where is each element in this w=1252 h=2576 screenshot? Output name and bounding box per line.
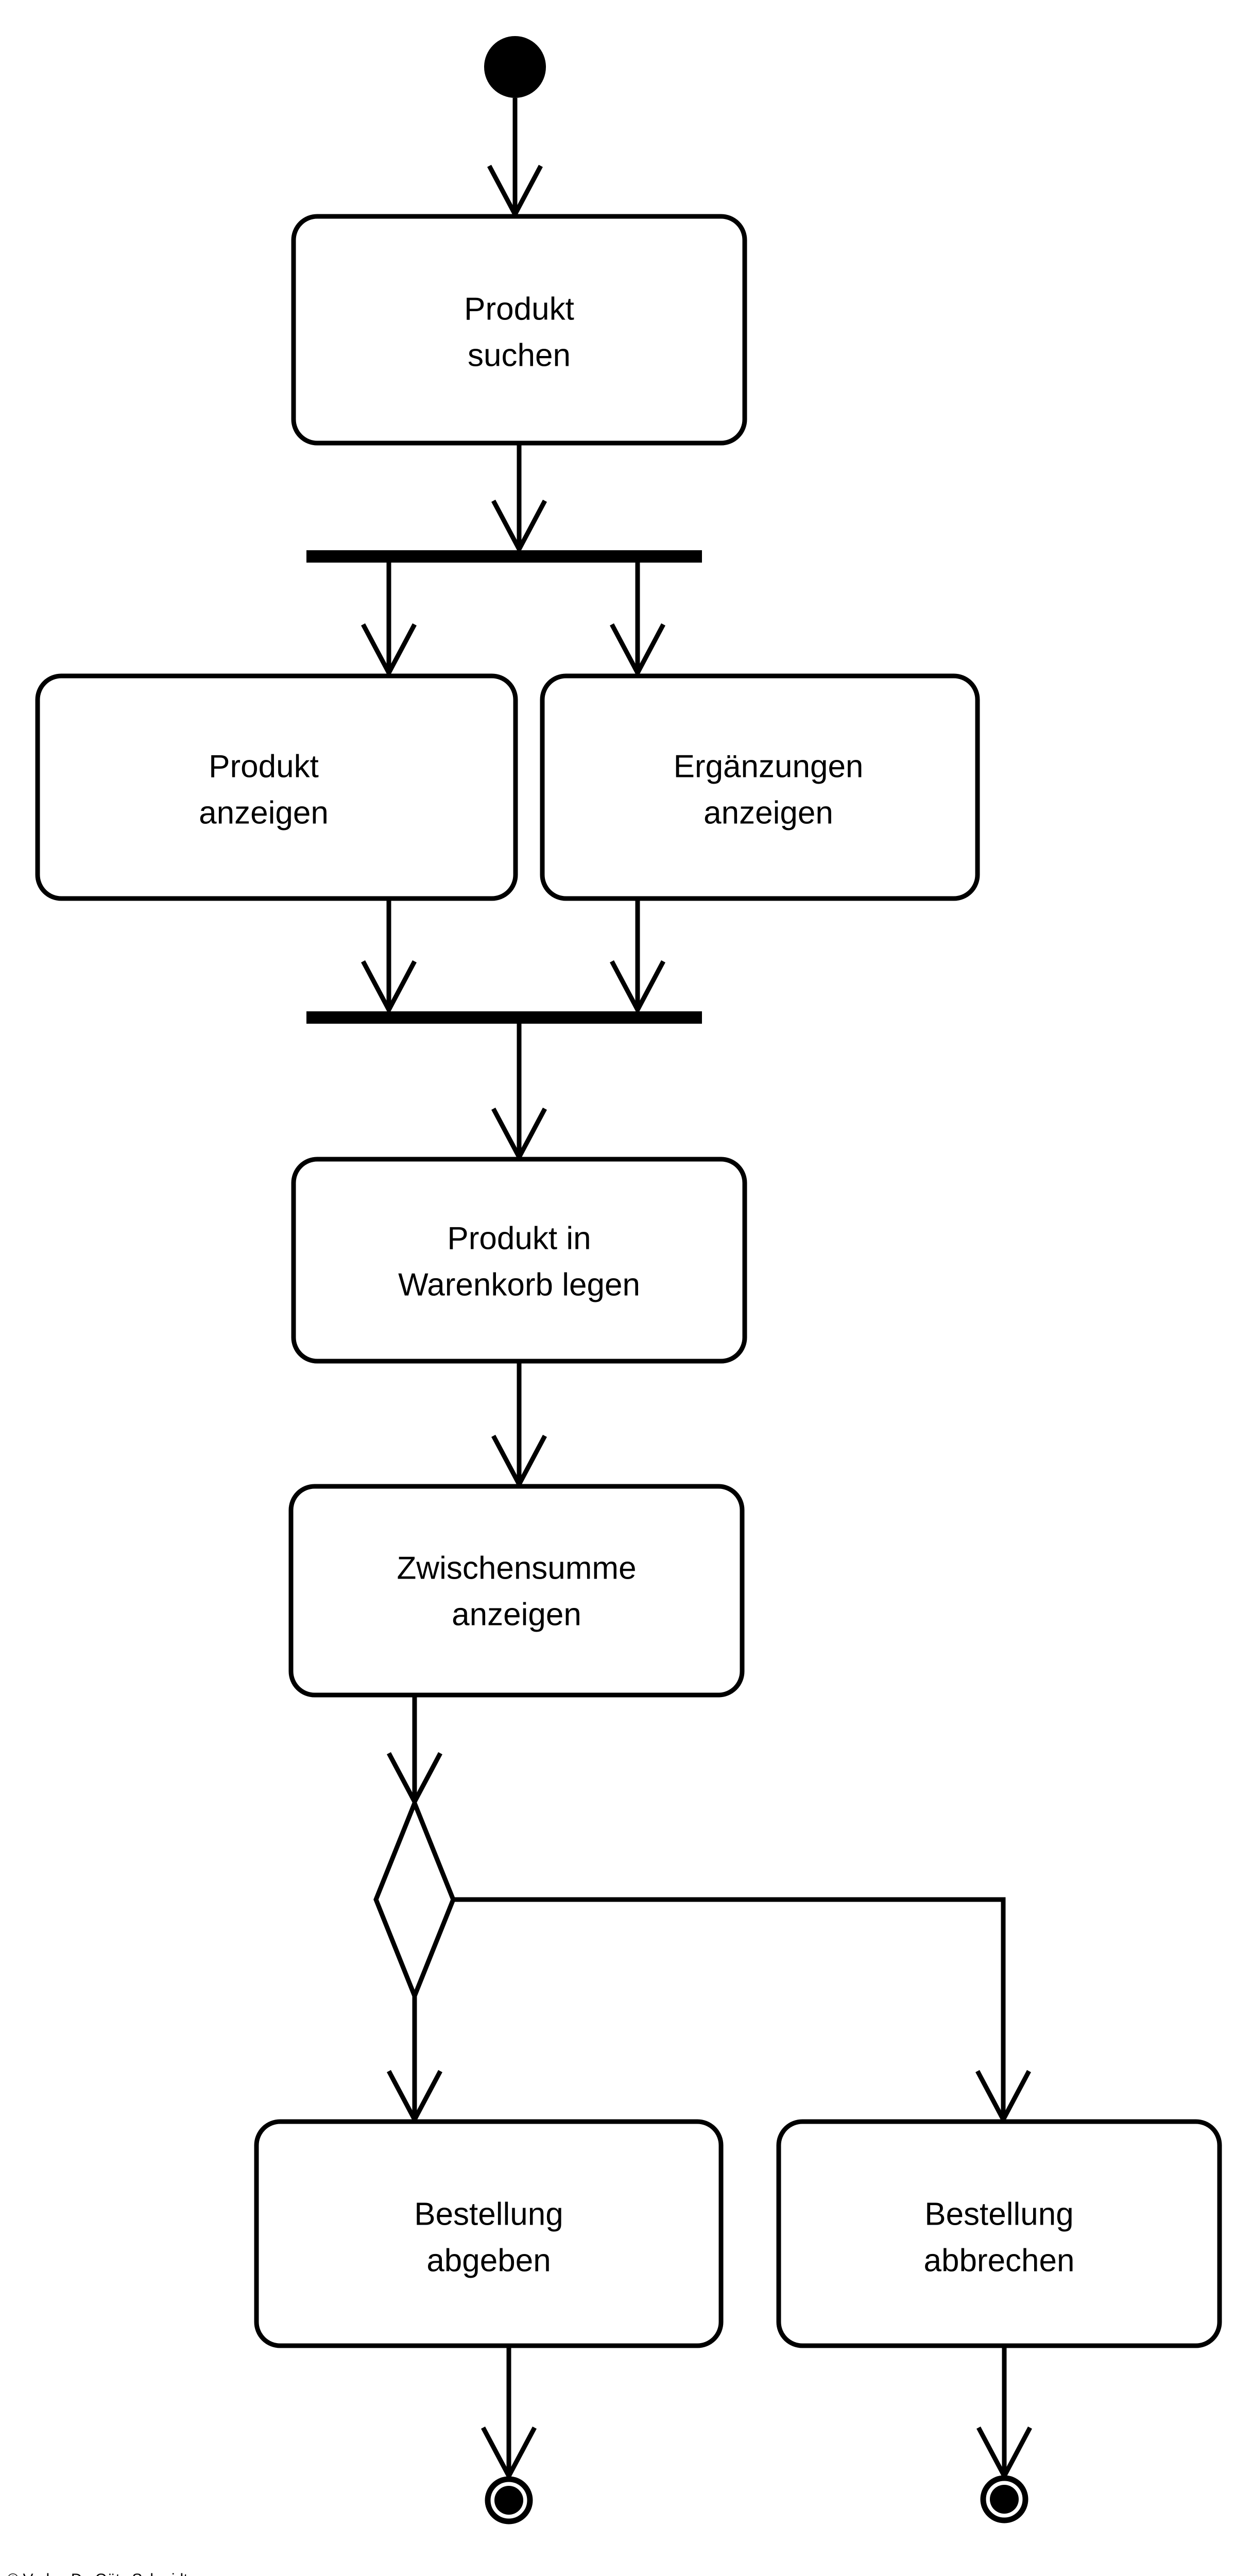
activity-bestellung-abgeben-label-line1: Bestellung xyxy=(414,2196,563,2232)
activity-bestellung-abgeben[interactable] xyxy=(254,2119,724,2348)
activity-bestellung-abgeben-label-line2: abgeben xyxy=(426,2243,551,2278)
initial-node xyxy=(484,36,546,98)
activity-zwischensumme-anzeigen-label-line2: anzeigen xyxy=(452,1597,581,1632)
activity-produkt-anzeigen-label-line1: Produkt xyxy=(209,749,319,784)
activity-bestellung-abbrechen-label-line1: Bestellung xyxy=(924,2196,1074,2232)
activity-produkt-suchen[interactable] xyxy=(291,214,747,446)
decision-diamond[interactable] xyxy=(373,1797,456,2003)
copyright-notice: © Verlag Dr. Götz Schmidt, Wettenberg xyxy=(7,2550,368,2576)
activity-produkt-in-warenkorb-legen-label-line1: Produkt in xyxy=(447,1221,591,1256)
arrowhead-ergaenzungen-anzeigen-to-join xyxy=(610,960,665,1015)
activity-produkt-in-warenkorb-legen-label-line2: Warenkorb legen xyxy=(398,1267,640,1302)
activity-ergaenzungen-anzeigen-label-line2: anzeigen xyxy=(704,795,833,831)
join-bar xyxy=(306,1011,702,1024)
activity-bestellung-abbrechen[interactable] xyxy=(776,2119,1222,2348)
activity-produkt-suchen-label-line2: suchen xyxy=(468,337,571,373)
arrowhead-fork-to-produkt-anzeigen xyxy=(361,623,417,678)
activity-produkt-suchen-label-line1: Produkt xyxy=(464,291,574,327)
activity-produkt-anzeigen-label-line2: anzeigen xyxy=(199,795,329,831)
activity-produkt-in-warenkorb-legen[interactable] xyxy=(291,1157,747,1364)
edge-decision-to-bestellung-abbrechen xyxy=(453,1897,1006,2120)
arrowhead-fork-to-ergaenzungen-anzeigen xyxy=(610,623,665,678)
activity-ergaenzungen-anzeigen-label-line1: Ergänzungen xyxy=(674,749,864,784)
activity-zwischensumme-anzeigen[interactable] xyxy=(288,1484,745,1698)
activity-produkt-anzeigen[interactable] xyxy=(35,673,518,901)
activity-bestellung-abbrechen-label-line2: abbrechen xyxy=(923,2243,1074,2278)
activity-zwischensumme-anzeigen-label-line1: Zwischensumme xyxy=(397,1550,636,1586)
fork-bar xyxy=(306,550,702,563)
copyright-line-1: © Verlag Dr. Götz Schmidt, xyxy=(7,2570,368,2576)
arrowhead-produkt-suchen-to-fork xyxy=(491,499,547,554)
activity-ergaenzungen-anzeigen[interactable] xyxy=(540,673,980,901)
arrowhead-produkt-anzeigen-to-join xyxy=(361,960,417,1015)
arrowhead-bestellung-abgeben-to-final xyxy=(481,2426,537,2481)
final-node-left xyxy=(485,2476,533,2524)
final-node-right xyxy=(980,2475,1028,2523)
